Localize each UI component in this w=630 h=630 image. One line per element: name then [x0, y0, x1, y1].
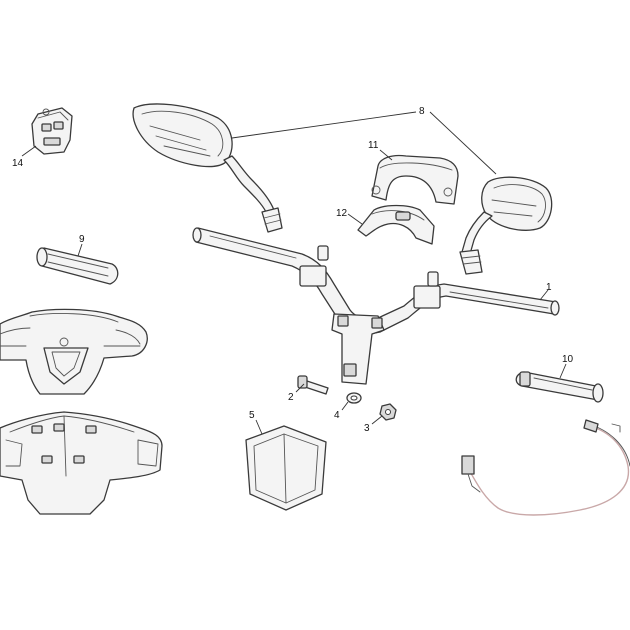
- part-11-top-cover: [371, 154, 459, 205]
- part-4-washer: [346, 392, 362, 404]
- callout-1: 1: [546, 282, 552, 293]
- callout-11: 11: [368, 140, 379, 151]
- callout-9: 9: [79, 234, 85, 245]
- callout-5: 5: [249, 410, 255, 421]
- part-9-left-grip: [36, 247, 119, 285]
- part-8-right-mirror: [459, 176, 553, 275]
- callout-8: 8: [419, 106, 425, 117]
- part-10-right-grip: [515, 371, 604, 403]
- part-5-shield-panel: [245, 425, 327, 511]
- part-3-nut: [379, 403, 397, 421]
- callout-10: 10: [562, 354, 574, 365]
- part-1-handlebar: [192, 227, 560, 385]
- callout-12: 12: [336, 208, 348, 219]
- part-14-switch-housing: [31, 107, 73, 155]
- front-lower-cover: [0, 411, 163, 515]
- control-cable: [461, 419, 630, 516]
- part-12-lower-cover: [357, 204, 435, 245]
- callout-14: 14: [12, 158, 24, 169]
- front-upper-cover: [0, 308, 148, 395]
- callout-4: 4: [334, 410, 340, 421]
- part-2-bolt: [297, 375, 329, 395]
- callout-2: 2: [288, 392, 294, 403]
- part-8-left-mirror: [132, 103, 283, 233]
- callout-3: 3: [364, 423, 370, 434]
